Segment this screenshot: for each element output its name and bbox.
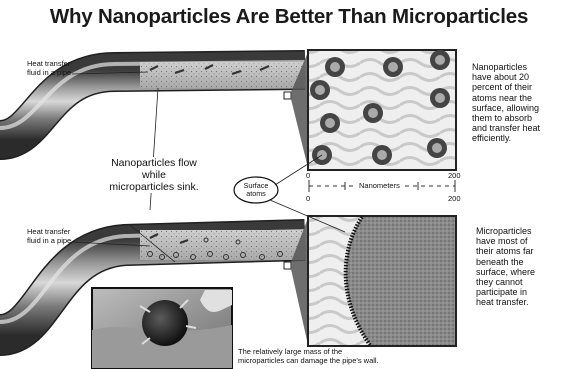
scale-start-bottom: 0: [306, 195, 310, 204]
micro-text-line: have most of: [476, 236, 535, 246]
microparticle-description: Microparticles have most of their atoms …: [476, 226, 535, 308]
nano-text-line: have about 20: [472, 72, 540, 82]
surface-atoms-label: Surface atoms: [234, 182, 278, 198]
flow-note: Nanoparticles flow while microparticles …: [92, 157, 216, 193]
nano-text-line: them to absorb: [472, 113, 540, 123]
bottom-pipe-label-line: fluid in a pipe: [27, 237, 71, 246]
flow-note-line: while: [92, 169, 216, 181]
nano-text-line: atoms near the: [472, 93, 540, 103]
top-pipe-label: Heat transfer fluid in a pipe: [27, 60, 71, 77]
nano-text-line: efficiently.: [472, 133, 540, 143]
nano-text-line: surface, allowing: [472, 103, 540, 113]
scale-end-top: 200: [448, 172, 461, 181]
micro-text-line: they cannot: [476, 277, 535, 287]
damage-caption: The relatively large mass of the micropa…: [238, 348, 379, 365]
nano-text-line: percent of their: [472, 82, 540, 92]
nanoparticle-zoom-panel: [308, 50, 456, 170]
top-pipe-label-line: fluid in a pipe: [27, 69, 71, 78]
nanoparticle-description: Nanoparticles have about 20 percent of t…: [472, 62, 540, 144]
micro-text-line: their atoms far: [476, 246, 535, 256]
nano-text-line: and transfer heat: [472, 123, 540, 133]
scale-end-bottom: 200: [448, 195, 461, 204]
micro-text-line: heat transfer.: [476, 297, 535, 307]
scale-label: Nanometers: [357, 182, 402, 191]
micro-text-line: beneath the: [476, 257, 535, 267]
damage-caption-line: microparticles can damage the pipe's wal…: [238, 357, 379, 366]
flow-note-line: Nanoparticles flow: [92, 157, 216, 169]
flow-note-line: microparticles sink.: [92, 181, 216, 193]
micro-text-line: surface, where: [476, 267, 535, 277]
micro-text-line: participate in: [476, 287, 535, 297]
bottom-pipe-label: Heat transfer fluid in a pipe: [27, 228, 71, 245]
microparticle-zoom-panel: [308, 216, 456, 346]
surface-atoms-line: atoms: [234, 190, 278, 198]
nano-text-line: Nanoparticles: [472, 62, 540, 72]
micro-text-line: Microparticles: [476, 226, 535, 236]
scale-start-top: 0: [306, 172, 310, 181]
pipe-damage-photo: [92, 288, 232, 368]
